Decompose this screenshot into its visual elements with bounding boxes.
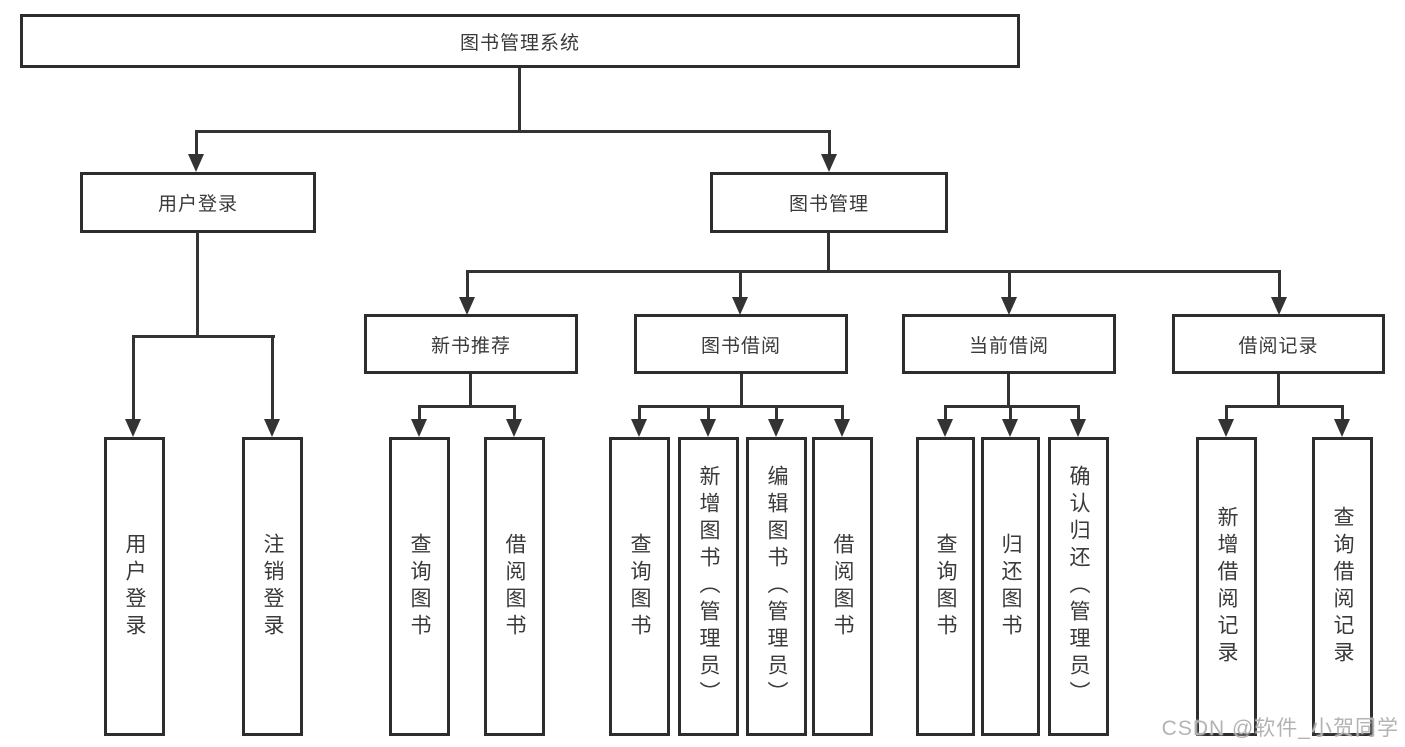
arrow-to-bb-edit (768, 419, 784, 437)
connector-to-bb-add (707, 405, 710, 421)
connector-root-rail (195, 130, 831, 133)
leaf-current-confirm-return-admin: 确认归还（管理员） (1048, 437, 1109, 736)
arrow-to-bb-borrow (834, 419, 850, 437)
node-new-book-recommend: 新书推荐 (364, 314, 578, 374)
leaf-current-query-books: 查询图书 (916, 437, 975, 736)
connector-to-new-book (466, 270, 469, 297)
leaf-borrow-edit-books-admin: 编辑图书（管理员） (746, 437, 807, 736)
leaf-logout: 注销登录 (242, 437, 303, 736)
connector-root-stem (518, 68, 521, 130)
connector-to-br-add (1225, 405, 1228, 421)
arrow-to-leaf-login (125, 419, 141, 437)
arrow-to-nb-borrow (506, 419, 522, 437)
leaf-record-add-record: 新增借阅记录 (1196, 437, 1257, 736)
arrow-to-book-borrow (732, 297, 748, 315)
connector-book-mgmt-stem (827, 232, 830, 270)
node-borrow-record: 借阅记录 (1172, 314, 1385, 374)
connector-to-cb-return (1009, 405, 1012, 421)
connector-to-cb-confirm (1077, 405, 1080, 421)
arrow-to-cb-confirm (1070, 419, 1086, 437)
connector-to-current-borrow (1008, 270, 1011, 297)
connector-to-borrow-record (1278, 270, 1281, 297)
connector-current-borrow-rail (944, 405, 1080, 408)
arrow-to-borrow-record (1271, 297, 1287, 315)
connector-to-nb-query (418, 405, 421, 421)
leaf-record-query-record: 查询借阅记录 (1312, 437, 1373, 736)
node-book-management: 图书管理 (710, 172, 948, 233)
connector-user-login-rail (132, 335, 275, 338)
arrow-to-user-login (188, 154, 204, 172)
leaf-user-login: 用户登录 (104, 437, 165, 736)
leaf-newbook-query-books: 查询图书 (389, 437, 450, 736)
arrow-to-new-book (459, 297, 475, 315)
connector-borrow-record-stem (1277, 374, 1280, 405)
connector-to-bb-query (638, 405, 641, 421)
connector-to-br-query (1341, 405, 1344, 421)
connector-to-bb-edit (775, 405, 778, 421)
arrow-to-br-query (1334, 419, 1350, 437)
connector-current-borrow-stem (1007, 374, 1010, 405)
connector-to-book-borrow (739, 270, 742, 297)
leaf-newbook-borrow-books: 借阅图书 (484, 437, 545, 736)
arrow-to-bb-query (631, 419, 647, 437)
csdn-watermark: CSDN @软件_小贺同学 (1161, 717, 1399, 740)
connector-user-login-stem (196, 232, 199, 335)
arrow-to-nb-query (411, 419, 427, 437)
leaf-borrow-borrow-books: 借阅图书 (812, 437, 873, 736)
connector-to-cb-query (944, 405, 947, 421)
connector-book-borrow-stem (740, 374, 743, 405)
connector-to-book-mgmt (828, 130, 831, 156)
connector-book-mgmt-rail (466, 270, 1281, 273)
connector-to-leaf-logout (271, 335, 274, 419)
connector-to-nb-borrow (513, 405, 516, 421)
node-book-borrow: 图书借阅 (634, 314, 848, 374)
connector-to-bb-borrow (841, 405, 844, 421)
node-root: 图书管理系统 (20, 14, 1020, 68)
connector-borrow-record-rail (1225, 405, 1344, 408)
arrow-to-current-borrow (1001, 297, 1017, 315)
arrow-to-book-mgmt (821, 154, 837, 172)
arrow-to-cb-return (1002, 419, 1018, 437)
leaf-current-return-books: 归还图书 (981, 437, 1040, 736)
arrow-to-leaf-logout (264, 419, 280, 437)
leaf-borrow-add-books-admin: 新增图书（管理员） (678, 437, 739, 736)
node-current-borrow: 当前借阅 (902, 314, 1116, 374)
connector-to-leaf-login (132, 335, 135, 419)
connector-book-borrow-rail (638, 405, 844, 408)
arrow-to-cb-query (937, 419, 953, 437)
connector-to-user-login (195, 130, 198, 156)
connector-new-book-stem (469, 374, 472, 405)
leaf-borrow-query-books: 查询图书 (609, 437, 670, 736)
arrow-to-br-add (1218, 419, 1234, 437)
arrow-to-bb-add (700, 419, 716, 437)
node-user-login: 用户登录 (80, 172, 316, 233)
connector-new-book-rail (418, 405, 516, 408)
